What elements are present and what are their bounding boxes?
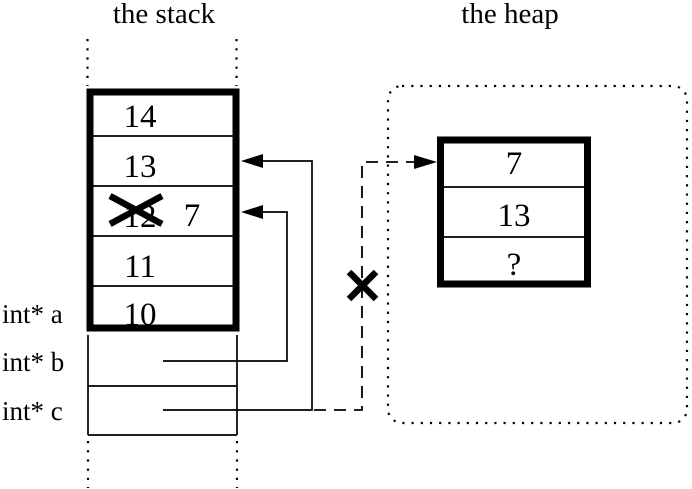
stack-cell-value: 13 <box>124 149 157 185</box>
pointer-c-line <box>163 160 313 411</box>
pointer-c-arrowhead <box>241 154 263 168</box>
crossout-x-icon <box>108 193 164 227</box>
stack-cell-value: 14 <box>124 99 157 135</box>
var-label-b: int* b <box>2 347 64 377</box>
pointer-b-line <box>163 211 288 362</box>
invalid-pointer-x-icon <box>346 269 379 302</box>
var-label-c: int* c <box>2 396 63 426</box>
var-label-a: int* a <box>2 299 63 329</box>
heap-cell-value: ? <box>507 247 522 283</box>
heap-cell-value: 7 <box>506 146 523 182</box>
dangling-pointer-arrowhead <box>414 155 437 169</box>
pointer-b-arrowhead <box>241 205 263 219</box>
stack-cell-value: 10 <box>124 297 157 333</box>
stack-cell-value: 11 <box>124 249 156 285</box>
heap-title: the heap <box>461 0 558 30</box>
stack-activation-box <box>86 88 240 332</box>
heap-cell-value: 13 <box>498 198 531 234</box>
stack-cell-new-value: 7 <box>184 198 201 234</box>
stack-title: the stack <box>113 0 216 30</box>
heap-block-box <box>437 136 591 288</box>
